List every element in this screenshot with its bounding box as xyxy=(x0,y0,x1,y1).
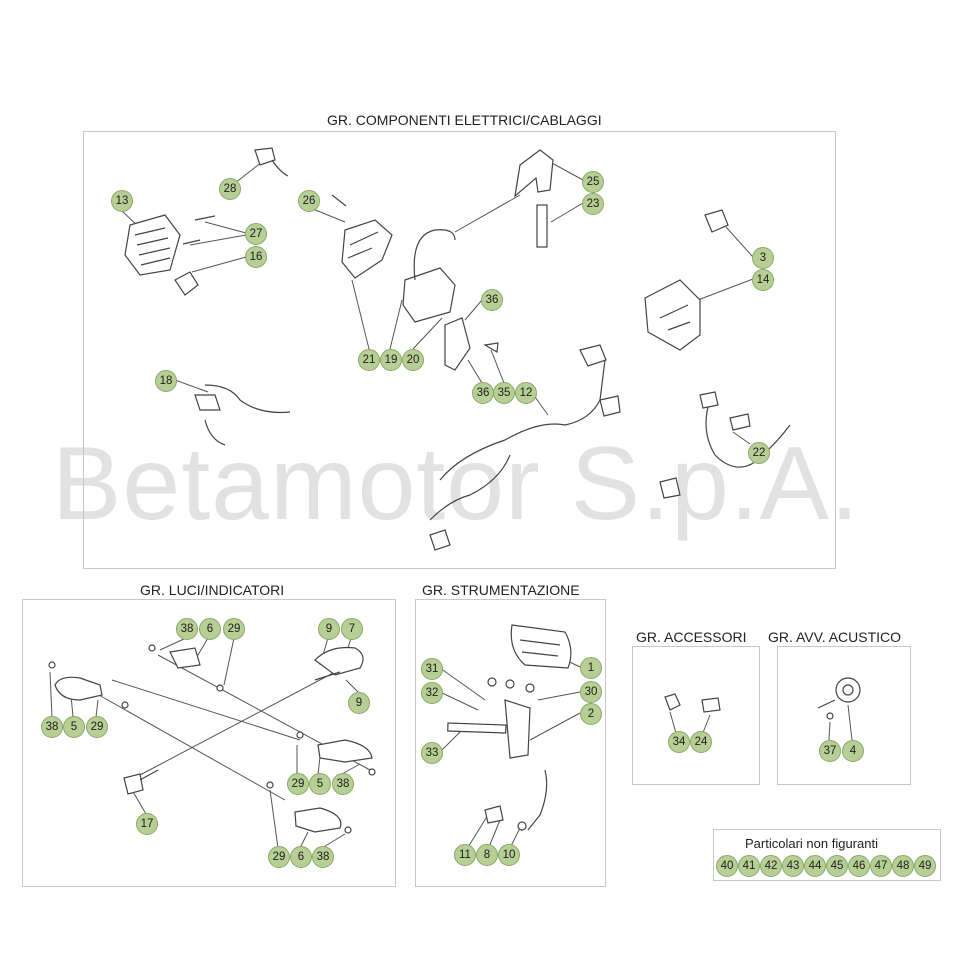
callout-14[interactable]: 14 xyxy=(752,269,774,291)
callout-29-d[interactable]: 29 xyxy=(268,846,290,868)
not-shown-48[interactable]: 48 xyxy=(892,855,914,877)
callout-12[interactable]: 12 xyxy=(515,382,537,404)
callout-36-bottom[interactable]: 36 xyxy=(472,382,494,404)
not-shown-46[interactable]: 46 xyxy=(848,855,870,877)
callout-36-top[interactable]: 36 xyxy=(481,289,503,311)
not-shown-45[interactable]: 45 xyxy=(826,855,848,877)
callout-11[interactable]: 11 xyxy=(454,844,476,866)
not-shown-parts-panel xyxy=(713,829,941,881)
callout-34[interactable]: 34 xyxy=(668,731,690,753)
callout-28[interactable]: 28 xyxy=(219,178,241,200)
callout-33[interactable]: 33 xyxy=(421,742,443,764)
callout-30[interactable]: 30 xyxy=(580,681,602,703)
callout-25[interactable]: 25 xyxy=(582,171,604,193)
callout-9-a[interactable]: 9 xyxy=(318,618,340,640)
not-shown-49[interactable]: 49 xyxy=(914,855,936,877)
callout-4[interactable]: 4 xyxy=(842,740,864,762)
callout-9-b[interactable]: 9 xyxy=(348,692,370,714)
electrical-group-title: GR. COMPONENTI ELETTRICI/CABLAGGI xyxy=(327,112,602,128)
callout-8[interactable]: 8 xyxy=(476,844,498,866)
horn-group-panel xyxy=(777,646,911,785)
callout-38-b[interactable]: 38 xyxy=(41,716,63,738)
callout-21[interactable]: 21 xyxy=(358,349,380,371)
callout-26[interactable]: 26 xyxy=(298,190,320,212)
lights-group-title: GR. LUCI/INDICATORI xyxy=(140,582,285,598)
instruments-group-panel xyxy=(415,599,606,887)
lights-group-panel xyxy=(22,599,396,887)
callout-19[interactable]: 19 xyxy=(380,349,402,371)
callout-31[interactable]: 31 xyxy=(421,658,443,680)
callout-7[interactable]: 7 xyxy=(341,618,363,640)
callout-6-b[interactable]: 6 xyxy=(290,846,312,868)
callout-24[interactable]: 24 xyxy=(690,731,712,753)
callout-5-b[interactable]: 5 xyxy=(309,773,331,795)
not-shown-47[interactable]: 47 xyxy=(870,855,892,877)
callout-17[interactable]: 17 xyxy=(136,813,158,835)
callout-29-a[interactable]: 29 xyxy=(223,618,245,640)
instruments-group-title: GR. STRUMENTAZIONE xyxy=(422,582,580,598)
horn-group-title: GR. AVV. ACUSTICO xyxy=(768,629,902,645)
callout-13[interactable]: 13 xyxy=(111,190,133,212)
not-shown-41[interactable]: 41 xyxy=(738,855,760,877)
callout-3[interactable]: 3 xyxy=(752,247,774,269)
accessories-group-title: GR. ACCESSORI xyxy=(636,629,747,645)
callout-35[interactable]: 35 xyxy=(493,382,515,404)
not-shown-40[interactable]: 40 xyxy=(716,855,738,877)
not-shown-44[interactable]: 44 xyxy=(804,855,826,877)
callout-23[interactable]: 23 xyxy=(582,193,604,215)
callout-20[interactable]: 20 xyxy=(402,349,424,371)
callout-22[interactable]: 22 xyxy=(748,442,770,464)
callout-38-a[interactable]: 38 xyxy=(176,618,198,640)
callout-38-c[interactable]: 38 xyxy=(332,773,354,795)
callout-1[interactable]: 1 xyxy=(580,657,602,679)
callout-29-b[interactable]: 29 xyxy=(86,716,108,738)
callout-16[interactable]: 16 xyxy=(245,246,267,268)
callout-38-d[interactable]: 38 xyxy=(312,846,334,868)
not-shown-parts-title: Particolari non figuranti xyxy=(745,836,878,851)
callout-29-c[interactable]: 29 xyxy=(287,773,309,795)
not-shown-42[interactable]: 42 xyxy=(760,855,782,877)
callout-32[interactable]: 32 xyxy=(421,682,443,704)
callout-18[interactable]: 18 xyxy=(155,370,177,392)
callout-10[interactable]: 10 xyxy=(498,844,520,866)
electrical-group-panel xyxy=(83,131,836,569)
not-shown-43[interactable]: 43 xyxy=(782,855,804,877)
callout-6-a[interactable]: 6 xyxy=(199,618,221,640)
callout-37[interactable]: 37 xyxy=(819,740,841,762)
accessories-group-panel xyxy=(632,646,760,785)
callout-27[interactable]: 27 xyxy=(245,223,267,245)
callout-5-a[interactable]: 5 xyxy=(63,716,85,738)
callout-2[interactable]: 2 xyxy=(580,703,602,725)
